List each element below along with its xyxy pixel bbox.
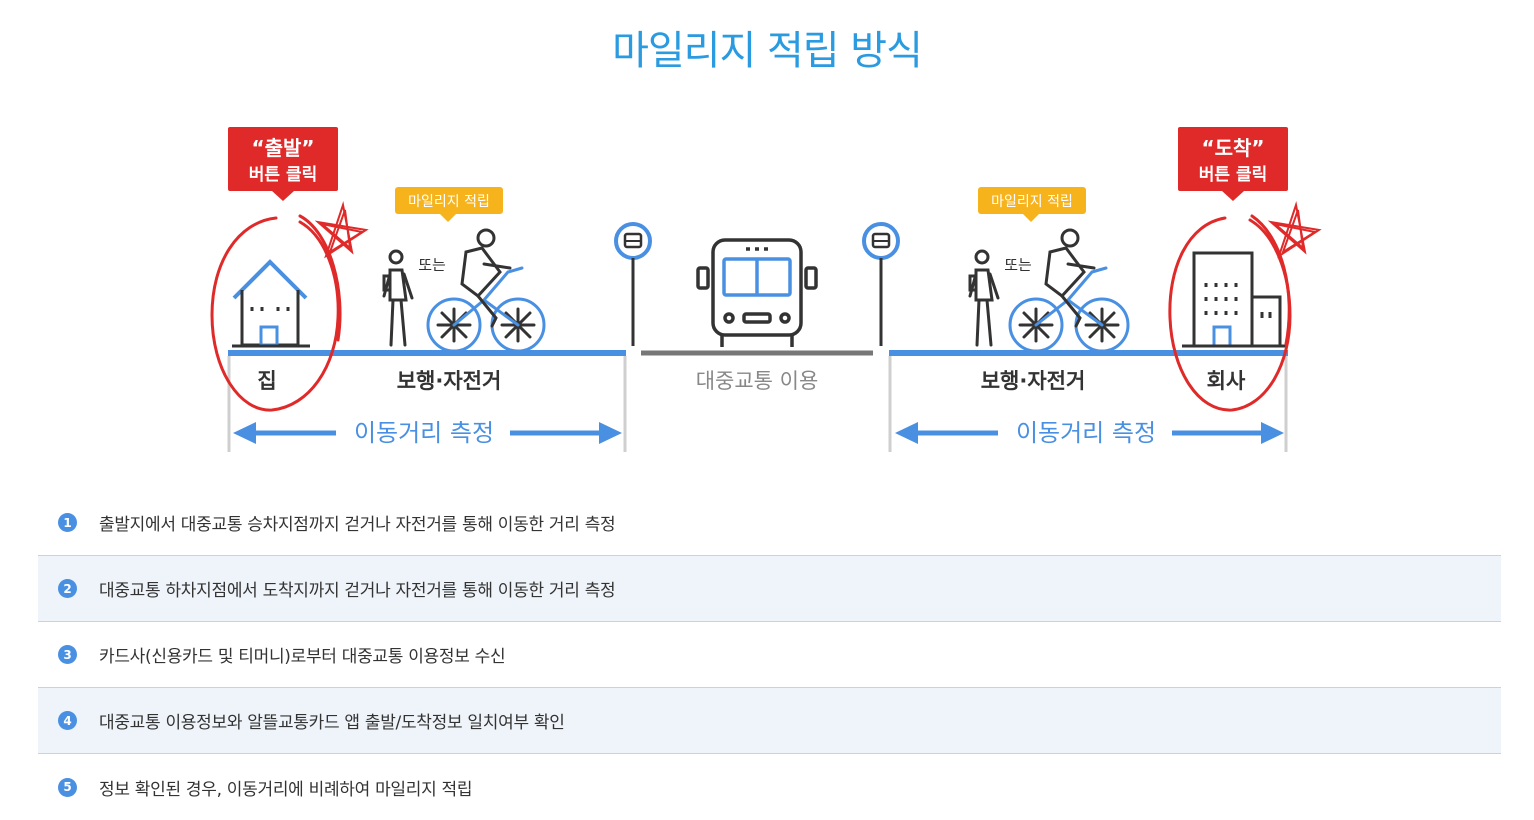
arrival-callout-sub: 버튼 클릭 [1199,165,1267,185]
step-text: 카드사(신용카드 및 티머니)로부터 대중교통 이용정보 수신 [99,647,506,667]
step-text: 출발지에서 대중교통 승차지점까지 걷거나 자전거를 통해 이동한 거리 측정 [99,515,616,535]
step-number: 3 [58,645,77,664]
office-label: 회사 [1207,369,1246,393]
transit-segment-label: 대중교통 이용 [696,369,819,393]
step-text: 정보 확인된 경우, 이동거리에 비례하여 마일리지 적립 [99,779,473,800]
steps-list: 1 출발지에서 대중교통 승차지점까지 걷거나 자전거를 통해 이동한 거리 측… [38,490,1501,820]
page-title: 마일리지 적립 방식 [612,28,923,74]
svg-text:마일리지 적립: 마일리지 적립 [408,194,490,210]
walker-icon [382,249,414,347]
left-measure-arrow: 이동거리 측정 [233,419,622,447]
house-icon [232,259,310,348]
walker-icon-right [968,249,1000,347]
bus-icon [696,238,818,347]
mileage-diagram: “출발” 버튼 클릭 “도착” 버튼 클릭 마일리지 적립 마일리지 적립 [210,127,1322,452]
step-item: 3 카드사(신용카드 및 티머니)로부터 대중교통 이용정보 수신 [38,622,1501,688]
cyclist-icon-right [1008,228,1130,353]
home-label: 집 [257,369,276,393]
step-item: 1 출발지에서 대중교통 승차지점까지 걷거나 자전거를 통해 이동한 거리 측… [38,490,1501,556]
right-or-label: 또는 [1004,256,1032,274]
svg-text:마일리지 적립: 마일리지 적립 [991,194,1073,210]
right-segment-label: 보행·자전거 [981,369,1086,393]
arrival-callout-quote: “도착” [1201,136,1264,160]
step-number: 4 [58,711,77,730]
step-number: 1 [58,513,77,532]
star-doodle-icon [314,201,369,259]
left-mileage-badge: 마일리지 적립 [395,187,503,222]
arrival-callout: “도착” 버튼 클릭 [1178,127,1288,201]
start-callout-sub: 버튼 클릭 [249,165,317,185]
left-or-label: 또는 [418,256,446,274]
right-measure-arrow: 이동거리 측정 [895,419,1284,447]
left-measure-label: 이동거리 측정 [354,419,494,447]
step-item: 5 정보 확인된 경우, 이동거리에 비례하여 마일리지 적립 [38,754,1501,820]
step-item: 2 대중교통 하차지점에서 도착지까지 걷거나 자전거를 통해 이동한 거리 측… [38,556,1501,622]
bus-stop-icon-right [862,222,900,346]
arrival-highlight-circle [1168,214,1292,412]
cyclist-icon [426,228,546,353]
start-callout-quote: “출발” [251,136,314,160]
start-highlight-circle [210,214,342,412]
right-mileage-badge: 마일리지 적립 [978,187,1086,222]
star-doodle-icon-right [1267,201,1322,259]
road-lines [227,350,1288,452]
bus-stop-icon [614,222,652,346]
step-item: 4 대중교통 이용정보와 알뜰교통카드 앱 출발/도착정보 일치여부 확인 [38,688,1501,754]
step-number: 2 [58,579,77,598]
step-text: 대중교통 이용정보와 알뜰교통카드 앱 출발/도착정보 일치여부 확인 [99,713,565,733]
step-number: 5 [58,777,77,797]
left-segment-label: 보행·자전거 [397,369,502,393]
start-callout: “출발” 버튼 클릭 [228,127,338,201]
right-measure-label: 이동거리 측정 [1016,419,1156,447]
building-icon [1182,251,1286,348]
step-text: 대중교통 하차지점에서 도착지까지 걷거나 자전거를 통해 이동한 거리 측정 [99,581,616,601]
